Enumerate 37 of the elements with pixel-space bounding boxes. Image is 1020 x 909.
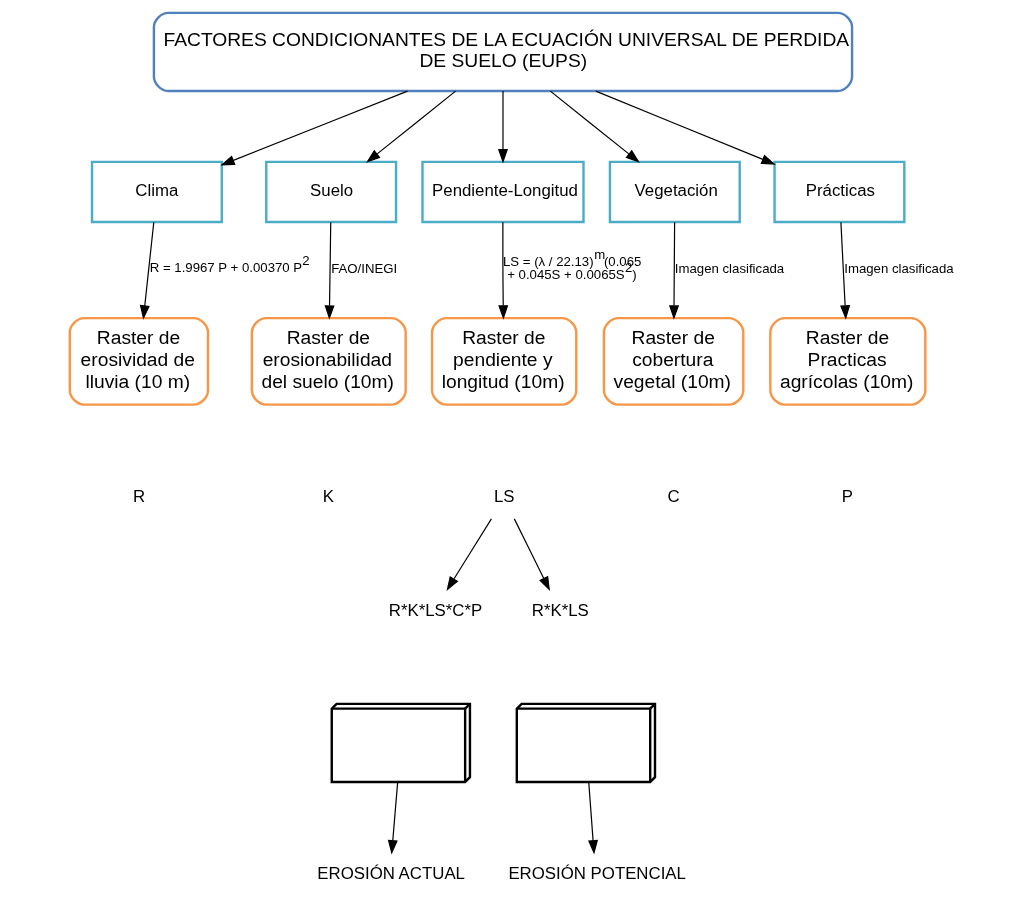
arrow — [445, 518, 492, 591]
node-box: Raster de erosividad de lluvia (10 m) — [68, 316, 209, 406]
arrow — [839, 221, 850, 320]
arrow — [668, 221, 679, 320]
node-text: LS — [493, 486, 515, 506]
node-text: EROSIÓN POTENCIAL — [507, 863, 686, 883]
node-box: Pendiente-Longitud — [420, 160, 585, 224]
node-box: Raster de erosionabilidad del suelo (10m) — [250, 316, 407, 406]
label: K — [322, 486, 334, 506]
node-text: EROSIÓN ACTUAL — [316, 863, 465, 883]
node-text: R*K*LS — [531, 600, 589, 620]
node-box: Raster de pendiente y longitud (10m) — [430, 316, 577, 406]
node-box: Prácticas — [772, 160, 906, 224]
node-text: R*K*LS*C*P — [388, 600, 482, 620]
label: C — [667, 486, 680, 506]
node-box: Suelo — [264, 160, 397, 224]
arrow — [324, 221, 335, 320]
node-box: Raster de Practicas agrícolas (10m) — [768, 316, 927, 406]
arrow — [594, 90, 776, 165]
node-box: Vegetación — [608, 160, 741, 224]
label: P — [841, 486, 853, 506]
arrow — [219, 90, 408, 166]
node-box: Clima — [90, 160, 223, 224]
node-box: Raster de cobertura vegetal (10m) — [602, 316, 744, 406]
arrow — [497, 90, 508, 164]
arrow — [513, 518, 550, 591]
arrow — [497, 221, 508, 320]
label: R — [132, 486, 145, 506]
arrow — [365, 90, 456, 163]
node-box: FACTORES CONDICIONANTES DE LA ECUACIÓN UNIVERSAL DE PERDIDA DE SUELO (EUPS) — [152, 11, 853, 93]
arrow — [387, 781, 398, 855]
arrow — [587, 781, 598, 855]
edge-label: FAO/INEGI — [330, 261, 397, 277]
arrow — [139, 221, 154, 320]
edge-label: Imagen clasificada — [674, 261, 784, 277]
edge-label: Imagen clasificada — [843, 261, 954, 277]
arrow — [549, 90, 640, 163]
